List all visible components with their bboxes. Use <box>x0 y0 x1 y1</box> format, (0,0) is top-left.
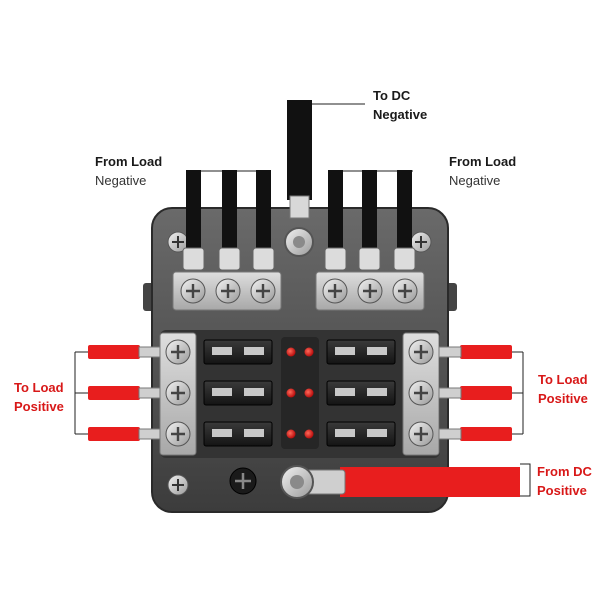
negative-wire-terminals <box>182 247 416 271</box>
indicator-led-icon <box>286 388 296 398</box>
label-to-dc-negative: To DC Negative <box>373 86 427 124</box>
screw-terminal-icon <box>180 278 206 304</box>
indicator-leds <box>281 337 319 449</box>
label-line-2: Positive <box>538 391 588 406</box>
label-from-dc-positive: From DC Positive <box>537 462 592 500</box>
indicator-led-icon <box>286 347 296 357</box>
blade-fuse-icon <box>203 380 273 406</box>
label-line-1: From Load <box>449 154 517 169</box>
blade-fuse-icon <box>326 421 396 447</box>
screw-terminal-icon <box>165 421 191 447</box>
label-to-load-positive-left: To Load Positive <box>14 378 64 416</box>
dc-positive-wire <box>280 465 520 499</box>
label-to-load-positive-right: To Load Positive <box>538 370 588 408</box>
bottom-negative-screw <box>229 467 257 495</box>
screw-terminal-icon <box>322 278 348 304</box>
negative-bus-left <box>172 271 282 311</box>
screw-terminal-icon <box>167 474 189 496</box>
screw-terminal-icon <box>165 380 191 406</box>
screw-terminal-icon <box>408 421 434 447</box>
label-line-1: From Load <box>95 154 163 169</box>
screw-terminal-icon <box>392 278 418 304</box>
blade-fuse-icon <box>203 421 273 447</box>
indicator-led-icon <box>304 388 314 398</box>
screw-terminal-icon <box>165 339 191 365</box>
label-line-2: Negative <box>373 107 428 122</box>
positive-terminals-right <box>402 332 440 456</box>
screw-terminal-icon <box>408 380 434 406</box>
ring-terminal-icon <box>280 465 346 499</box>
screw-terminal-icon <box>357 278 383 304</box>
indicator-led-icon <box>304 429 314 439</box>
label-line-1: From DC <box>537 464 592 479</box>
screw-terminal-icon <box>408 339 434 365</box>
label-line-1: To DC <box>373 88 411 103</box>
negative-load-wires <box>186 170 412 258</box>
blade-fuse-icon <box>203 339 273 365</box>
label-line-2: Positive <box>14 399 64 414</box>
label-line-2: Negative <box>449 173 501 188</box>
positive-terminals-left <box>159 332 197 456</box>
blade-fuse-icon <box>326 380 396 406</box>
screw-terminal-icon <box>215 278 241 304</box>
label-line-1: To Load <box>538 372 588 387</box>
dc-negative-wire <box>284 100 314 257</box>
blade-fuses <box>203 339 396 447</box>
label-from-load-negative-right: From Load Negative <box>449 152 516 190</box>
positive-load-wires <box>88 345 512 441</box>
label-line-2: Positive <box>537 483 587 498</box>
label-line-2: Negative <box>95 173 147 188</box>
indicator-led-icon <box>304 347 314 357</box>
screw-terminal-icon <box>250 278 276 304</box>
label-from-load-negative-left: From Load Negative <box>95 152 162 190</box>
indicator-led-icon <box>286 429 296 439</box>
negative-bus-right <box>315 271 425 311</box>
label-line-1: To Load <box>14 380 64 395</box>
blade-fuse-icon <box>326 339 396 365</box>
